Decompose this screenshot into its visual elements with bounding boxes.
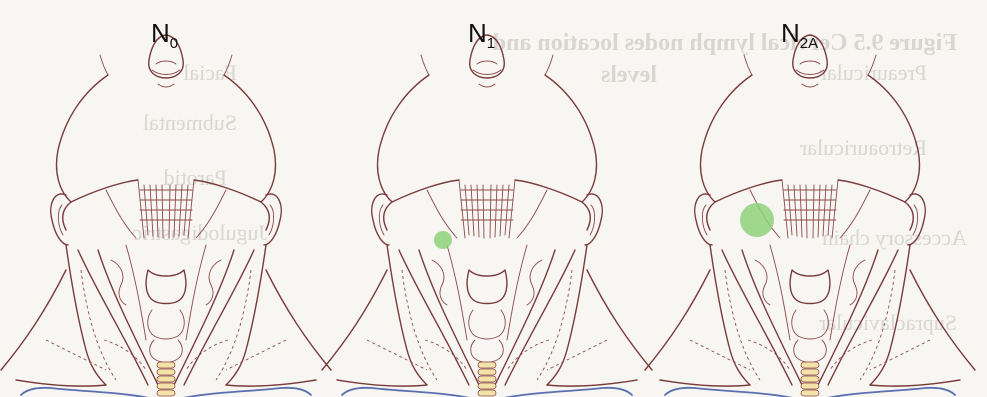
panel-n2a <box>645 35 975 397</box>
neck-illustration-n2a <box>645 35 975 397</box>
panel-label-n2a: N2A <box>781 18 818 52</box>
neck-illustration-n0 <box>1 35 331 397</box>
lymph-node-small <box>434 231 452 249</box>
panel-n1 <box>322 35 652 397</box>
ghost-label-8: Supraclavicular <box>818 310 957 335</box>
ghost-label-5: Submental <box>143 110 237 135</box>
lymph-node-large <box>740 203 774 237</box>
label-main-n1: N <box>468 18 487 48</box>
bleed-through-text: Figure 9.5 Cervical lymph nodes location… <box>132 30 967 335</box>
ghost-label-6: Parotid <box>163 165 227 190</box>
ghost-title-line1: Figure 9.5 Cervical lymph nodes location… <box>492 30 957 56</box>
panel-label-n0: N0 <box>151 18 178 52</box>
label-main-n2a: N <box>781 18 800 48</box>
label-sub-n1: 1 <box>487 35 495 52</box>
label-sub-n0: 0 <box>170 35 178 52</box>
neck-illustration-n1 <box>322 35 652 397</box>
ghost-label-3: Accessory chain <box>822 225 967 250</box>
ghost-label-2: Retroauricular <box>799 135 927 160</box>
label-sub-n2a: 2A <box>800 35 818 52</box>
label-main-n0: N <box>151 18 170 48</box>
panel-n0 <box>1 35 331 397</box>
panel-label-n1: N1 <box>468 18 495 52</box>
ghost-title-line2: levels <box>601 62 657 88</box>
